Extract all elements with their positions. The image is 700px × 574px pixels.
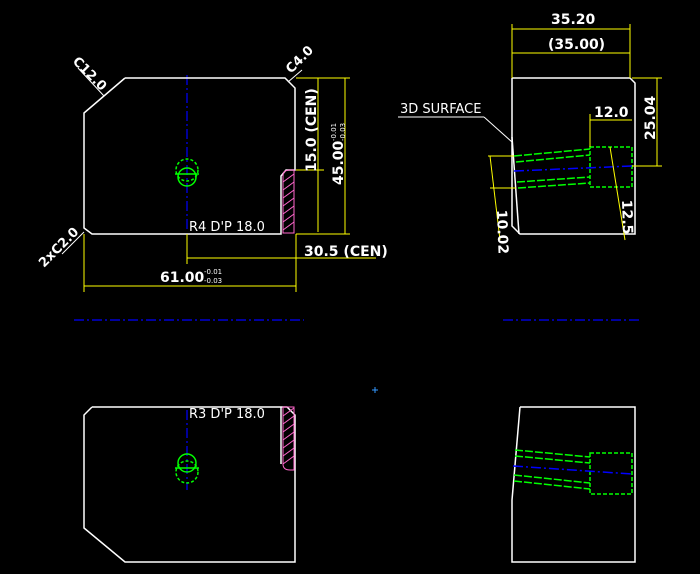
top-left-view: C12.0 C4.0 2xC2.0 R4 D'P 18.0 15.0 (CEN)… <box>36 43 388 292</box>
bottom-left-hatch <box>282 406 295 471</box>
bottom-right-view <box>511 406 636 563</box>
dim-3500-label: (35.00) <box>548 37 605 53</box>
top-left-hole-symbol <box>175 158 199 187</box>
surface-label: 3D SURFACE <box>400 102 481 117</box>
dim-45-label: 45.00 <box>331 140 347 185</box>
dim-2504-label: 25.04 <box>643 95 659 140</box>
dim-125-label: 12.5 <box>618 200 635 235</box>
dim-61-tol-bottom: -0.03 <box>204 277 222 285</box>
chamfer-c12-label: C12.0 <box>69 54 109 94</box>
r4-depth-label: R4 D'P 18.0 <box>189 220 265 235</box>
bottom-left-outline <box>83 406 296 563</box>
bottom-right-outline <box>511 406 636 563</box>
dim-30-label: 30.5 (CEN) <box>304 244 388 260</box>
bottom-right-bore-features <box>512 449 633 495</box>
dim-15-label: 15.0 (CEN) <box>304 88 320 172</box>
dim-1002-label: 10.02 <box>493 210 511 255</box>
r3-depth-label: R3 D'P 18.0 <box>189 407 265 422</box>
bottom-left-view: R3 D'P 18.0 <box>83 406 296 563</box>
dim-45-tol-bottom: -0.03 <box>339 123 347 141</box>
top-left-hatch <box>282 169 295 234</box>
top-left-outline <box>83 77 296 235</box>
dim-120-label: 12.0 <box>594 105 629 121</box>
bottom-left-hole-symbol <box>175 453 199 484</box>
dim-3520-label: 35.20 <box>551 12 596 28</box>
chamfer-2xc2-label: 2xC2.0 <box>36 225 82 271</box>
top-right-view: 35.20 (35.00) 3D SURFACE 12.0 25.04 10.0… <box>398 12 662 254</box>
dim-61-tol-top: -0.01 <box>204 268 222 276</box>
dim-61-label: 61.00 <box>160 270 205 286</box>
top-right-bore-features <box>513 146 633 189</box>
dim-45-tol-top: -0.01 <box>330 123 338 141</box>
